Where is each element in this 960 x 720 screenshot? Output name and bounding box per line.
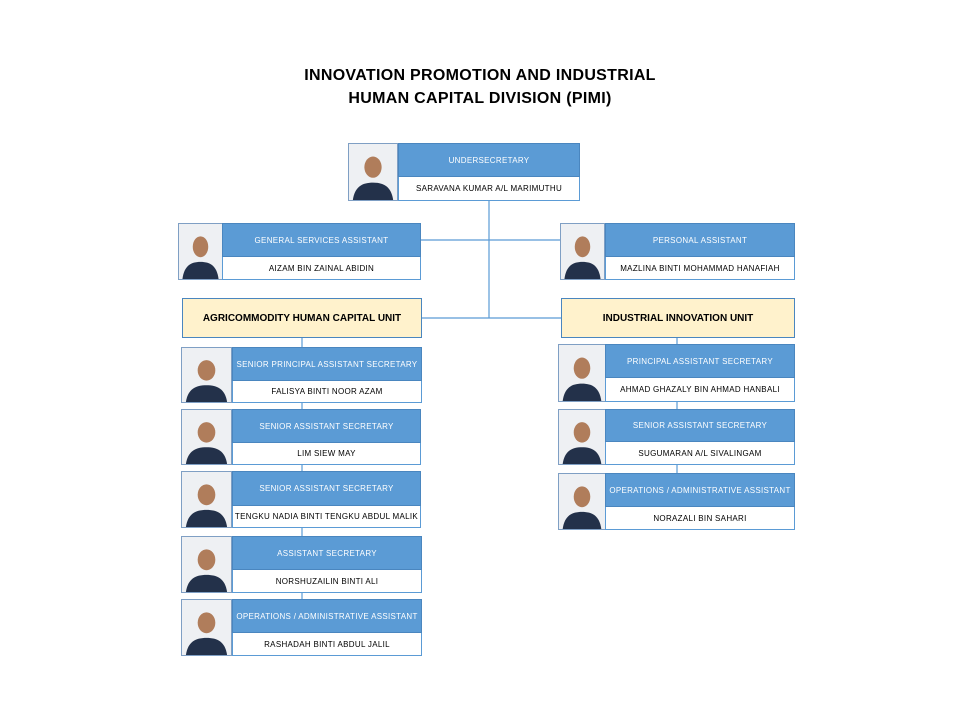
name-label: SUGUMARAN A/L SIVALINGAM	[605, 442, 795, 465]
role-label: PERSONAL ASSISTANT	[605, 223, 795, 257]
chart-title-line-1: INNOVATION PROMOTION AND INDUSTRIAL	[304, 67, 656, 84]
personal-assistant-card: PERSONAL ASSISTANT MAZLINA BINTI MOHAMMA…	[560, 223, 795, 280]
person-photo-icon	[181, 347, 232, 403]
role-label: GENERAL SERVICES ASSISTANT	[222, 223, 421, 257]
person-photo-icon	[181, 599, 232, 656]
role-label: SENIOR ASSISTANT SECRETARY	[605, 409, 795, 442]
person-photo-icon	[181, 471, 232, 528]
role-label: OPERATIONS / ADMINISTRATIVE ASSISTANT	[232, 599, 422, 633]
undersecretary-card: UNDERSECRETARY SARAVANA KUMAR A/L MARIMU…	[348, 143, 580, 201]
name-label: AHMAD GHAZALY BIN AHMAD HANBALI	[605, 378, 795, 402]
name-label: AIZAM BIN ZAINAL ABIDIN	[222, 257, 421, 280]
role-label: UNDERSECRETARY	[398, 143, 580, 177]
role-label: SENIOR ASSISTANT SECRETARY	[232, 409, 421, 443]
person-photo-icon	[558, 344, 606, 402]
name-label: NORSHUZAILIN BINTI ALI	[232, 570, 422, 593]
name-label: SARAVANA KUMAR A/L MARIMUTHU	[398, 177, 580, 201]
name-label: FALISYA BINTI NOOR AZAM	[232, 381, 422, 403]
name-label: TENGKU NADIA BINTI TENGKU ABDUL MALIK	[232, 506, 421, 528]
staff-card: OPERATIONS / ADMINISTRATIVE ASSISTANT RA…	[181, 599, 422, 656]
chart-title-line-2: HUMAN CAPITAL DIVISION (PIMI)	[348, 90, 612, 107]
name-label: LIM SIEW MAY	[232, 443, 421, 465]
general-services-card: GENERAL SERVICES ASSISTANT AIZAM BIN ZAI…	[178, 223, 421, 280]
name-label: MAZLINA BINTI MOHAMMAD HANAFIAH	[605, 257, 795, 280]
person-photo-icon	[558, 409, 606, 465]
person-photo-icon	[181, 409, 232, 465]
role-label: PRINCIPAL ASSISTANT SECRETARY	[605, 344, 795, 378]
staff-card: SENIOR ASSISTANT SECRETARY TENGKU NADIA …	[181, 471, 421, 528]
agricommodity-unit-box: AGRICOMMODITY HUMAN CAPITAL UNIT	[182, 298, 422, 338]
staff-card: SENIOR ASSISTANT SECRETARY LIM SIEW MAY	[181, 409, 421, 465]
staff-card: ASSISTANT SECRETARY NORSHUZAILIN BINTI A…	[181, 536, 422, 593]
role-label: SENIOR ASSISTANT SECRETARY	[232, 471, 421, 506]
name-label: RASHADAH BINTI ABDUL JALIL	[232, 633, 422, 656]
role-label: SENIOR PRINCIPAL ASSISTANT SECRETARY	[232, 347, 422, 381]
name-label: NORAZALI BIN SAHARI	[605, 507, 795, 530]
role-label: ASSISTANT SECRETARY	[232, 536, 422, 570]
staff-card: SENIOR ASSISTANT SECRETARY SUGUMARAN A/L…	[558, 409, 795, 465]
staff-card: OPERATIONS / ADMINISTRATIVE ASSISTANT NO…	[558, 473, 795, 530]
person-photo-icon	[178, 223, 223, 280]
person-photo-icon	[560, 223, 605, 280]
role-label: OPERATIONS / ADMINISTRATIVE ASSISTANT	[605, 473, 795, 507]
staff-card: PRINCIPAL ASSISTANT SECRETARY AHMAD GHAZ…	[558, 344, 795, 402]
industrial-innovation-unit-box: INDUSTRIAL INNOVATION UNIT	[561, 298, 795, 338]
person-photo-icon	[348, 143, 398, 201]
staff-card: SENIOR PRINCIPAL ASSISTANT SECRETARY FAL…	[181, 347, 422, 403]
person-photo-icon	[181, 536, 232, 593]
person-photo-icon	[558, 473, 606, 530]
